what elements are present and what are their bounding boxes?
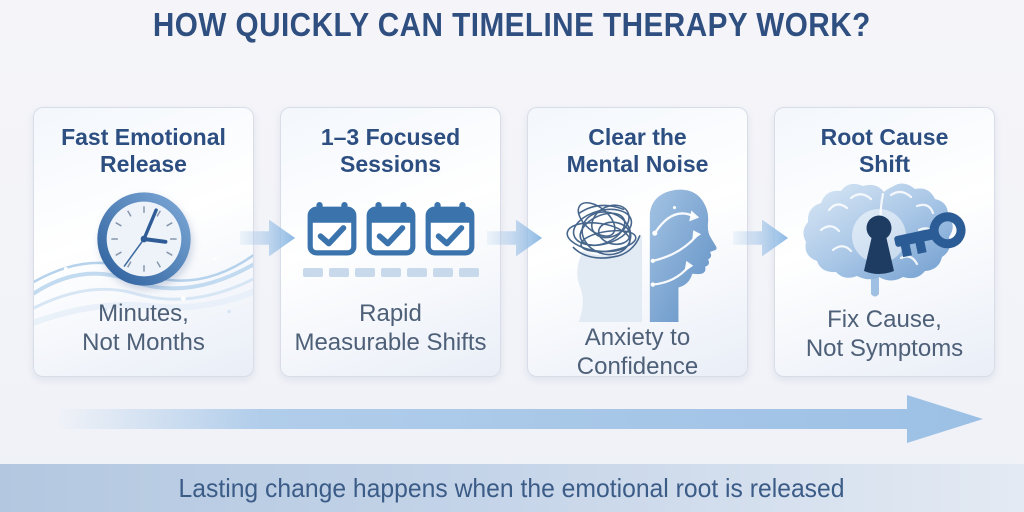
- calendar-check-icons: [302, 201, 479, 277]
- cards-row: Fast Emotional Release: [33, 107, 995, 377]
- mind-clutter-to-clarity-icon: [559, 178, 717, 324]
- card-heading: Fast Emotional Release: [61, 124, 226, 178]
- card-fast-emotional-release: Fast Emotional Release: [33, 107, 254, 377]
- calendar-check-icon: [307, 201, 356, 256]
- timeline-arrow: [55, 395, 983, 443]
- step-arrow-1: [240, 219, 296, 257]
- clock-icon: [88, 178, 200, 300]
- brain-key-icon: [799, 178, 971, 306]
- key-icon: [893, 212, 966, 258]
- card-caption: Rapid Measurable Shifts: [294, 300, 487, 357]
- calendar-check-icon: [366, 201, 415, 256]
- card-heading: 1–3 Focused Sessions: [320, 124, 461, 178]
- progress-dashes: [302, 267, 479, 277]
- card-caption: Minutes, Not Months: [82, 300, 205, 357]
- card-caption: Fix Cause, Not Symptoms: [805, 306, 964, 363]
- card-heading: Root Cause Shift: [820, 124, 949, 178]
- card-caption: Anxiety to Confidence: [576, 324, 699, 377]
- step-arrow-3: [733, 219, 789, 257]
- card-heading: Clear the Mental Noise: [566, 124, 709, 178]
- card-focused-sessions: 1–3 Focused Sessions: [280, 107, 501, 377]
- card-root-cause-shift: Root Cause Shift: [774, 107, 995, 377]
- footer-text: Lasting change happens when the emotiona…: [178, 472, 845, 503]
- page-title: HOW QUICKLY CAN TIMELINE THERAPY WORK?: [153, 6, 871, 43]
- step-arrow-2: [487, 219, 543, 257]
- calendar-check-icon: [425, 201, 474, 256]
- footer-banner: Lasting change happens when the emotiona…: [0, 464, 1024, 512]
- card-clear-mental-noise: Clear the Mental Noise: [527, 107, 748, 377]
